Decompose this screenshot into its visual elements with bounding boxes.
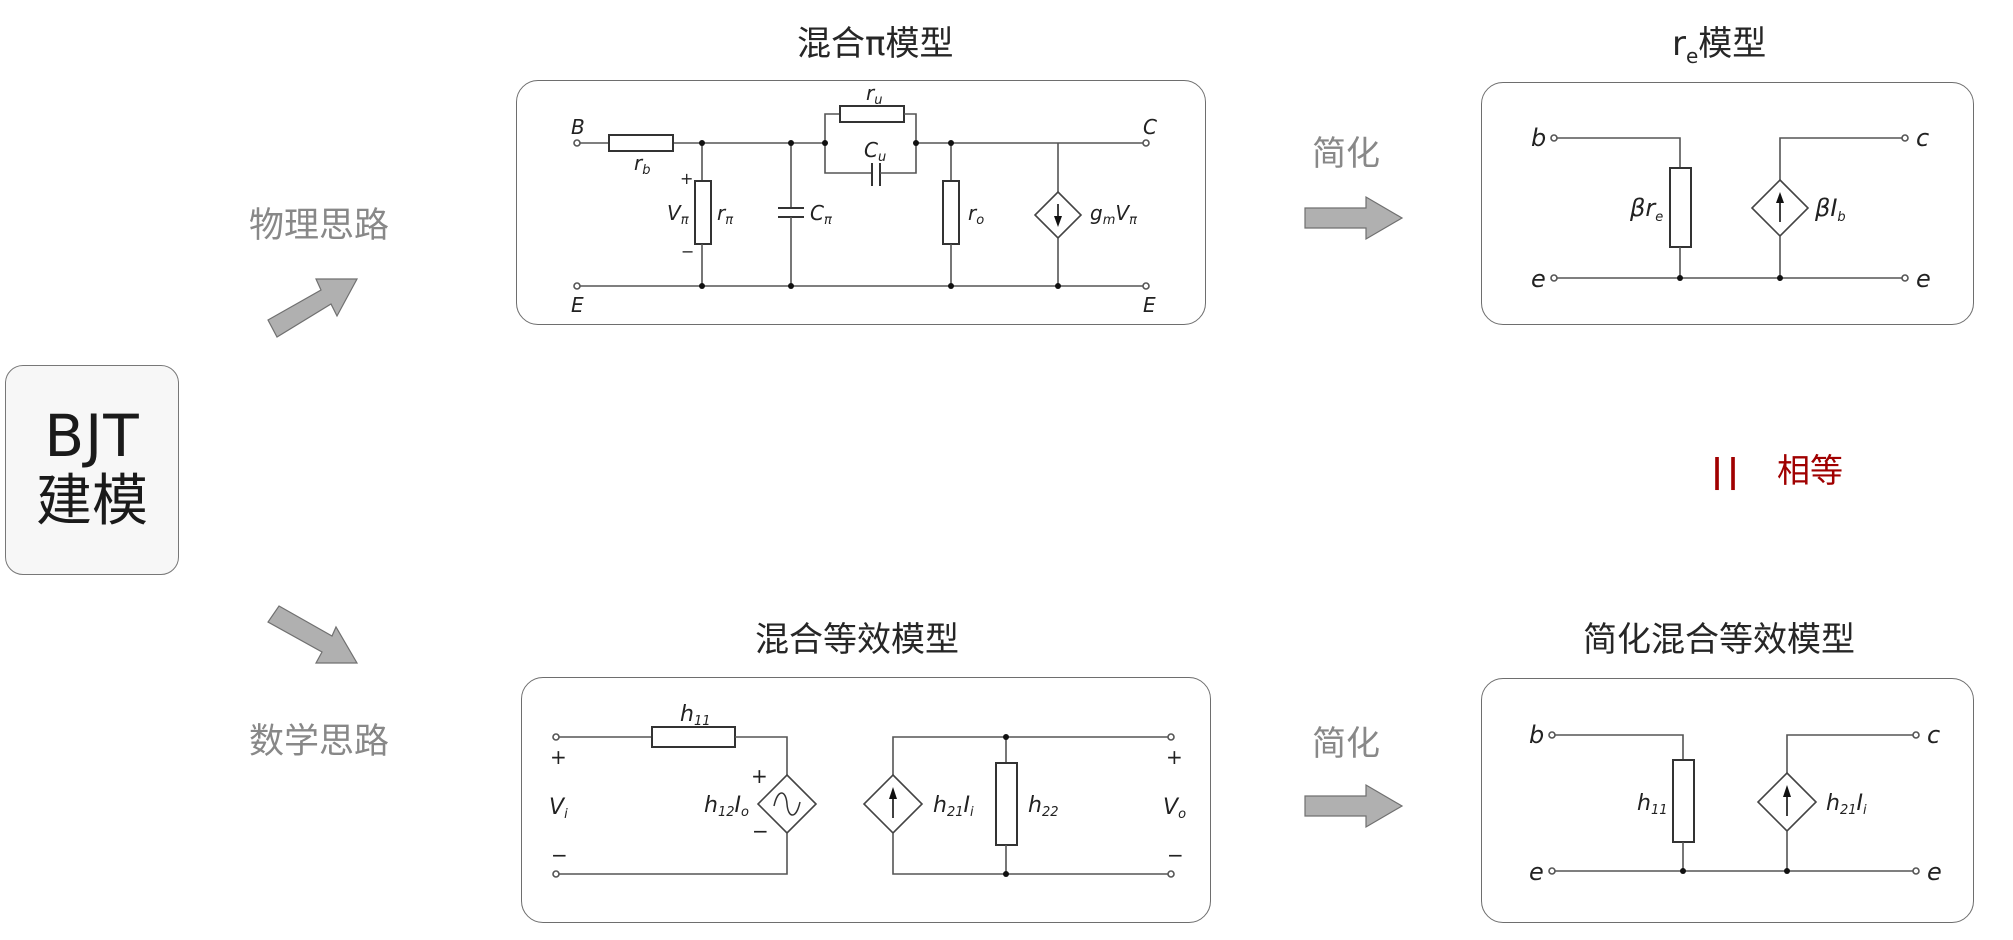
terminal-e-right-icon — [1142, 282, 1150, 290]
label-vpi-plus: + — [680, 169, 693, 188]
physical-approach-label: 物理思路 — [249, 206, 390, 246]
label-beta-re: βre — [1629, 194, 1663, 225]
simplified-equivalent-model-box — [1481, 678, 1974, 923]
label-b: b — [1531, 124, 1546, 152]
terminal-c-icon — [1901, 134, 1909, 142]
modeling-label: 建模 — [36, 469, 148, 534]
terminal-vi-plus-icon — [552, 733, 560, 741]
label-gm-vpi: gmVπ — [1090, 201, 1137, 228]
terminal-e-left-icon — [1548, 867, 1556, 875]
label-c: c — [1927, 721, 1940, 749]
label-rb: rb — [634, 151, 651, 178]
re-title-sub: e — [1685, 44, 1699, 68]
terminal-b-icon — [1550, 134, 1558, 142]
simplify-label-top: 简化 — [1312, 134, 1380, 174]
label-e-left: e — [1531, 265, 1546, 293]
simplify-arrow-top-icon — [1304, 195, 1404, 241]
bjt-modeling-node: BJT 建模 — [5, 365, 179, 575]
label-h11: h11 — [1637, 791, 1668, 818]
re-model-title: re模型 — [1672, 24, 1766, 76]
resistor-beta-re-icon — [1669, 167, 1692, 248]
hybrid-equivalent-model-box — [521, 677, 1211, 923]
terminal-e-right-icon — [1912, 867, 1920, 875]
terminal-e-left-icon — [1550, 274, 1558, 282]
resistor-h22-icon — [995, 762, 1018, 846]
label-h12-plus: + — [751, 764, 768, 788]
label-e-right: E — [1143, 293, 1156, 317]
terminal-e-left-icon — [573, 282, 581, 290]
terminal-b-icon — [573, 139, 581, 147]
equal-label: 相等 — [1777, 451, 1843, 490]
resistor-ro-icon — [942, 180, 960, 245]
label-b: b — [1529, 721, 1544, 749]
hybrid-pi-model-title: 混合π模型 — [797, 24, 954, 64]
terminal-vi-minus-icon — [552, 870, 560, 878]
label-e-right: e — [1927, 858, 1942, 886]
terminal-vo-minus-icon — [1167, 870, 1175, 878]
simplify-arrow-bottom-icon — [1304, 783, 1404, 829]
terminal-c-icon — [1912, 731, 1920, 739]
label-cpi: Cπ — [810, 201, 832, 228]
label-vo-minus: − — [1167, 843, 1184, 867]
label-c: c — [1916, 124, 1929, 152]
arrow-down-right-icon — [267, 605, 359, 664]
re-title-rest: 模型 — [1698, 24, 1767, 64]
terminal-vo-plus-icon — [1167, 733, 1175, 741]
label-e-left: E — [571, 293, 584, 317]
resistor-rb-icon — [608, 134, 674, 152]
label-vo: Vo — [1163, 795, 1186, 822]
hybrid-pi-model-box — [516, 80, 1206, 325]
resistor-rpi-icon — [694, 180, 712, 245]
terminal-e-right-icon — [1901, 274, 1909, 282]
label-cu: Cu — [864, 138, 886, 165]
resistor-h11-icon — [1672, 759, 1695, 843]
label-b: B — [571, 115, 585, 139]
hybrid-equivalent-model-title: 混合等效模型 — [755, 620, 959, 660]
label-vi: Vi — [549, 795, 568, 822]
re-model-box — [1481, 82, 1974, 325]
label-h12-minus: − — [752, 819, 769, 843]
label-vpi-minus: − — [681, 242, 694, 261]
label-h21-ii: h21Ii — [933, 793, 974, 820]
label-ro: ro — [968, 201, 984, 228]
math-approach-label: 数学思路 — [249, 722, 390, 762]
arrow-up-right-icon — [267, 278, 359, 338]
terminal-b-icon — [1548, 731, 1556, 739]
label-vpi: Vπ — [667, 201, 689, 228]
label-vi-minus: − — [551, 843, 568, 867]
simplify-label-bottom: 简化 — [1312, 724, 1380, 764]
re-title-r: r — [1672, 24, 1686, 64]
label-vo-plus: + — [1166, 745, 1183, 769]
terminal-c-icon — [1142, 139, 1150, 147]
label-e-left: e — [1529, 858, 1544, 886]
label-beta-ib: βIb — [1814, 194, 1846, 225]
simplified-equivalent-circuit — [1548, 731, 1920, 875]
label-c: C — [1143, 115, 1157, 139]
hybrid-pi-circuit — [573, 105, 1150, 290]
resistor-h11-icon — [651, 726, 736, 748]
label-rpi: rπ — [717, 201, 733, 228]
equal-sign-icon: || — [1711, 451, 1744, 490]
label-h21-ii: h21Ii — [1826, 791, 1867, 818]
label-h12-io: h12Io — [704, 793, 749, 820]
bjt-label: BJT — [44, 402, 140, 470]
re-model-circuit — [1550, 134, 1909, 282]
label-vi-plus: + — [550, 745, 567, 769]
label-h11: h11 — [680, 702, 711, 729]
label-ru: ru — [866, 81, 882, 108]
label-h22: h22 — [1028, 793, 1059, 820]
simplified-hybrid-equivalent-model-title: 简化混合等效模型 — [1583, 620, 1855, 660]
label-e-right: e — [1916, 265, 1931, 293]
hybrid-equivalent-circuit — [552, 726, 1175, 878]
resistor-ru-icon — [839, 105, 905, 123]
